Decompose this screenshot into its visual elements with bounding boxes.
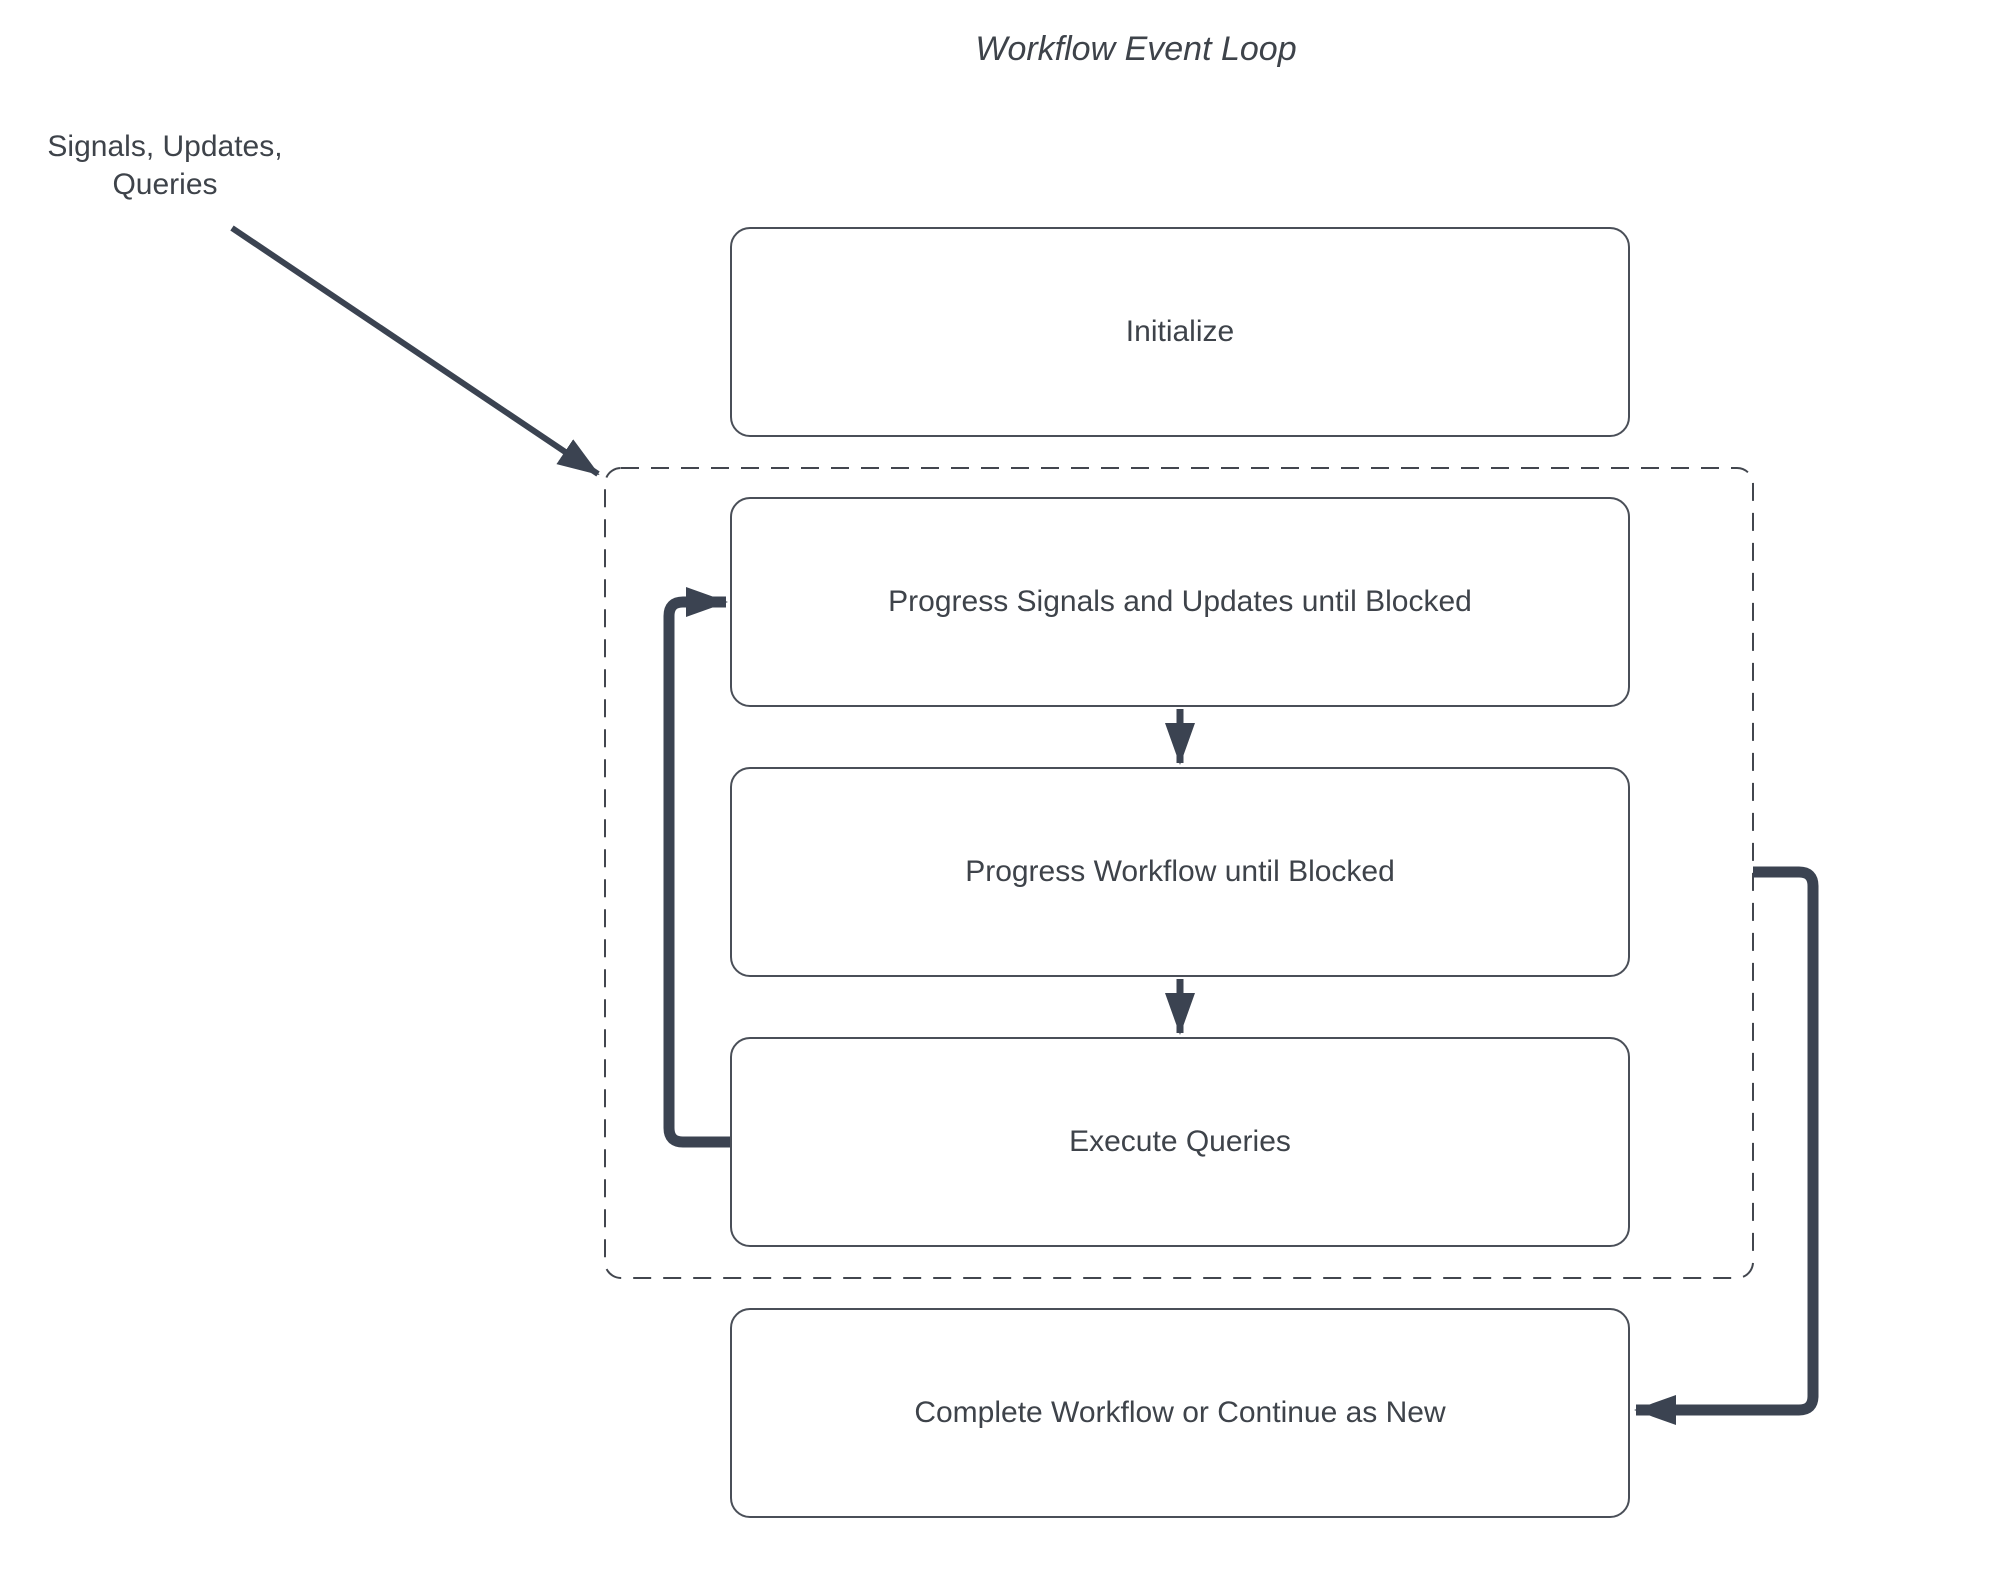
- node-complete-workflow: Complete Workflow or Continue as New: [730, 1308, 1630, 1518]
- node-complete-workflow-label: Complete Workflow or Continue as New: [914, 1396, 1446, 1429]
- node-progress-workflow: Progress Workflow until Blocked: [730, 767, 1630, 977]
- node-execute-queries: Execute Queries: [730, 1037, 1630, 1247]
- signals-updates-queries-label: Signals, Updates, Queries: [15, 128, 315, 204]
- node-execute-queries-label: Execute Queries: [1069, 1125, 1291, 1158]
- diagram-title: Workflow Event Loop: [975, 30, 1297, 68]
- node-progress-workflow-label: Progress Workflow until Blocked: [965, 855, 1395, 888]
- edge-signals-to-loop-arrow: [230, 225, 600, 477]
- node-initialize-label: Initialize: [1125, 315, 1235, 348]
- edge-container-to-complete-workflow-arrow: [1634, 866, 1819, 1425]
- edge-execute-queries-to-progress-signals-loop-arrow: [663, 587, 730, 1148]
- node-progress-signals: Progress Signals and Updates until Block…: [730, 497, 1630, 707]
- node-initialize: Initialize: [730, 227, 1630, 437]
- node-progress-signals-label: Progress Signals and Updates until Block…: [888, 585, 1472, 618]
- annotation-line-2: Queries: [112, 168, 218, 201]
- annotation-line-1: Signals, Updates,: [47, 130, 283, 163]
